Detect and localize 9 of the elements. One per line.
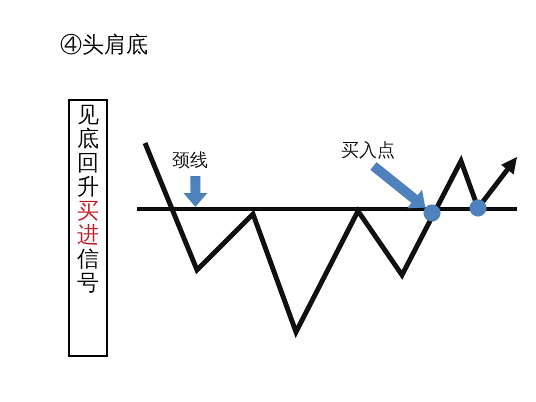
vertical-caption: 见底回升买进信号 <box>76 104 100 296</box>
neckline <box>137 207 517 211</box>
title: ④头肩底 <box>60 33 148 59</box>
dot-icon <box>470 200 486 216</box>
buy-point-label: 买入点 <box>341 140 395 166</box>
neckline-label: 颈线 <box>172 150 208 176</box>
block-arrow <box>183 176 208 207</box>
dot-icon <box>424 204 440 222</box>
signal-box <box>68 99 108 357</box>
